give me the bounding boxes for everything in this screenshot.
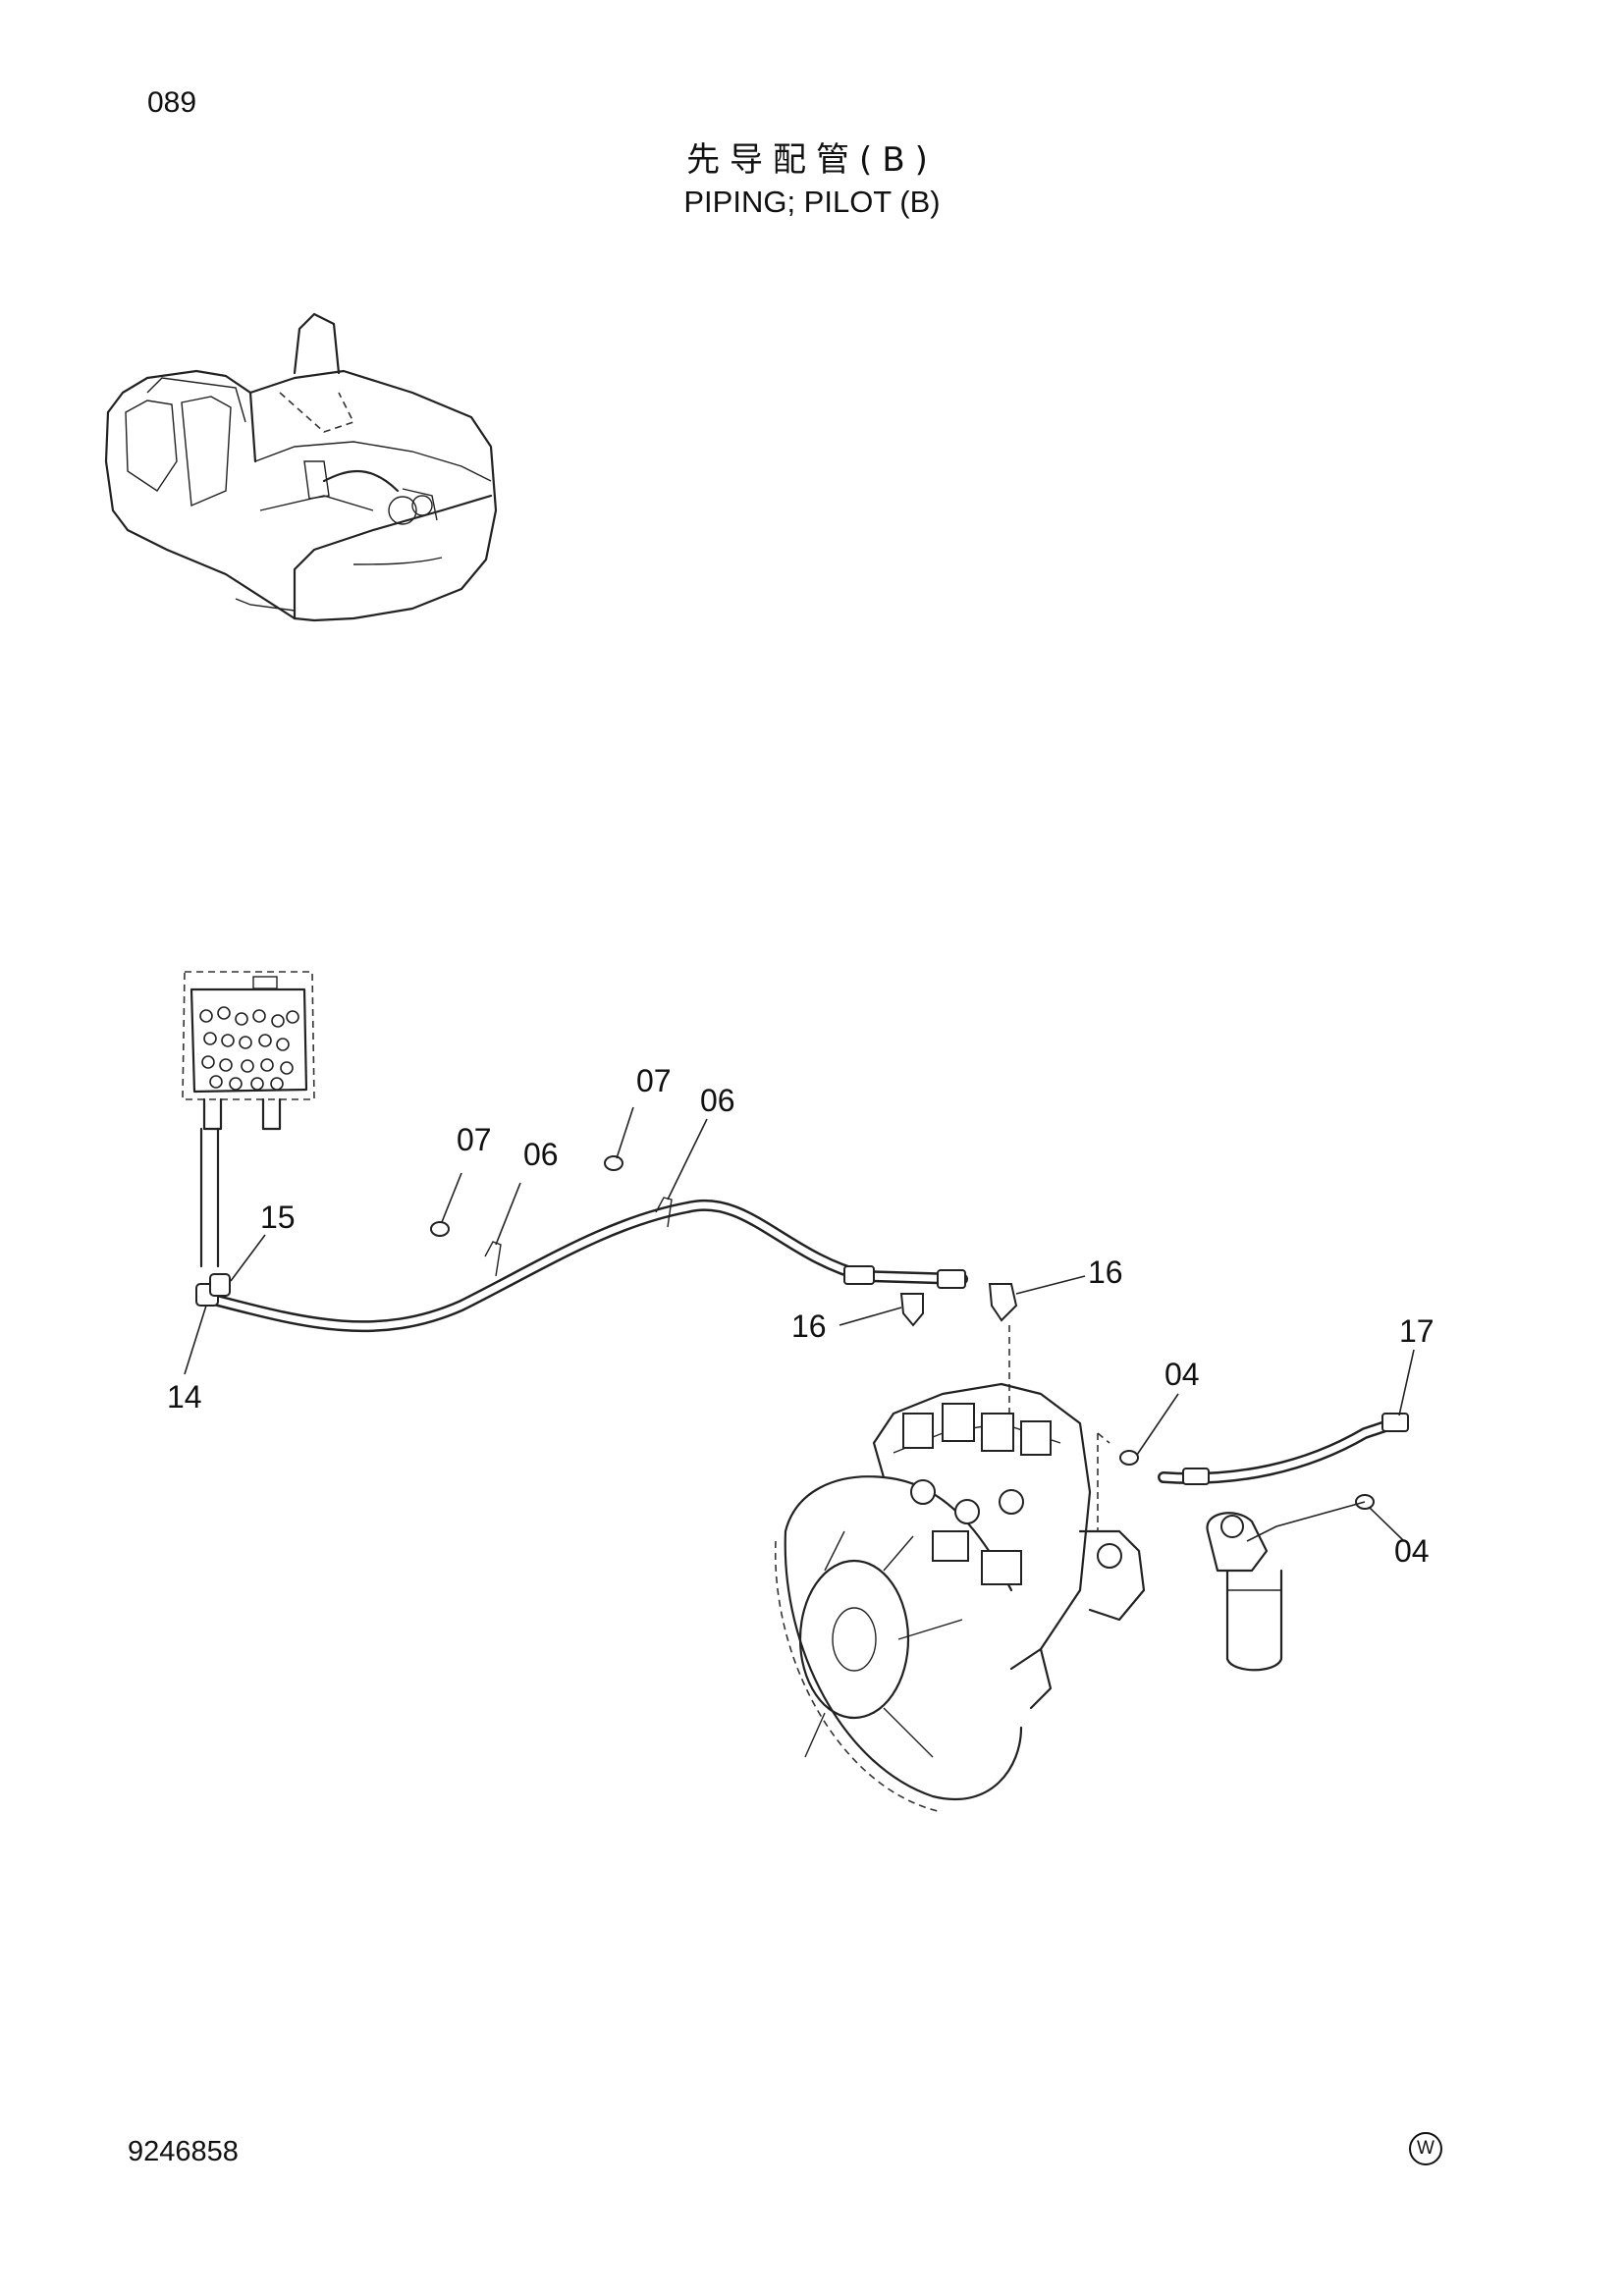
callout-07-left: 07 [457, 1122, 492, 1157]
callout-04-top: 04 [1164, 1357, 1200, 1392]
callout-06-right: 06 [700, 1083, 735, 1118]
callout-04-bottom: 04 [1394, 1533, 1430, 1569]
pilot-valve-block [182, 971, 315, 1268]
callout-06-left: 06 [523, 1137, 559, 1172]
elbow-fittings [899, 1283, 1018, 1414]
callout-14: 14 [167, 1379, 202, 1415]
callout-17: 17 [1399, 1313, 1435, 1349]
callout-leader-lines [184, 1106, 1415, 1542]
excavator-overview-illustration [104, 312, 498, 622]
callout-16-left: 16 [791, 1308, 827, 1344]
callout-07-right: 07 [636, 1063, 672, 1098]
callout-16-right: 16 [1088, 1255, 1123, 1290]
page-title-chinese: 先导配管(B) [686, 140, 938, 180]
page-number: 089 [147, 86, 197, 119]
document-number: 9246858 [128, 2136, 239, 2167]
pilot-hose-main [195, 1197, 968, 1333]
hydraulic-pump-assembly [775, 1382, 1146, 1812]
clamp-bolts [430, 1155, 623, 1237]
callout-15: 15 [260, 1200, 296, 1235]
page-title-english: PIPING; PILOT (B) [683, 185, 941, 219]
brand-mark: W [1409, 2132, 1442, 2165]
pilot-filter-and-hose [1119, 1413, 1409, 1672]
